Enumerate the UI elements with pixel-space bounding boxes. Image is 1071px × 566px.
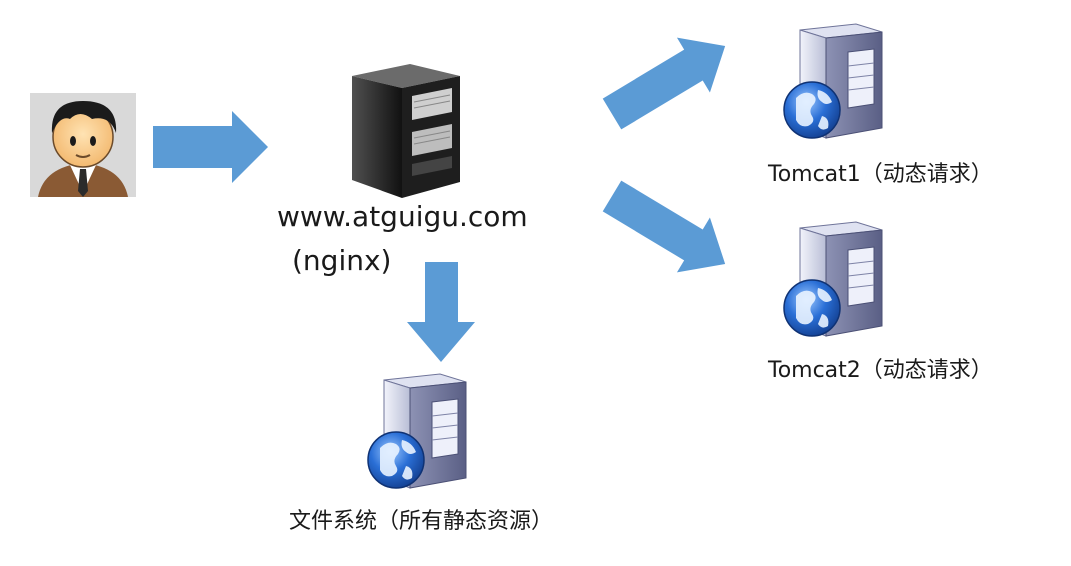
user-avatar-icon	[30, 93, 136, 197]
filesystem-globe-server-icon	[367, 373, 467, 489]
arrow-nginx-to-tomcat2	[602, 180, 726, 273]
server-tower-icon	[352, 64, 460, 198]
nginx-domain-label: www.atguigu.com	[277, 200, 528, 233]
arrow-user-to-nginx	[153, 111, 268, 183]
tomcat1-label: Tomcat1（动态请求）	[768, 162, 993, 187]
nginx-name-label: (nginx)	[292, 244, 392, 277]
filesystem-label: 文件系统（所有静态资源）	[289, 509, 554, 534]
arrow-nginx-to-filesystem	[407, 262, 475, 362]
tomcat2-globe-server-icon	[783, 221, 883, 337]
arrow-nginx-to-tomcat1	[602, 37, 726, 130]
tomcat1-globe-server-icon	[783, 23, 883, 139]
tomcat2-label: Tomcat2（动态请求）	[768, 358, 993, 383]
